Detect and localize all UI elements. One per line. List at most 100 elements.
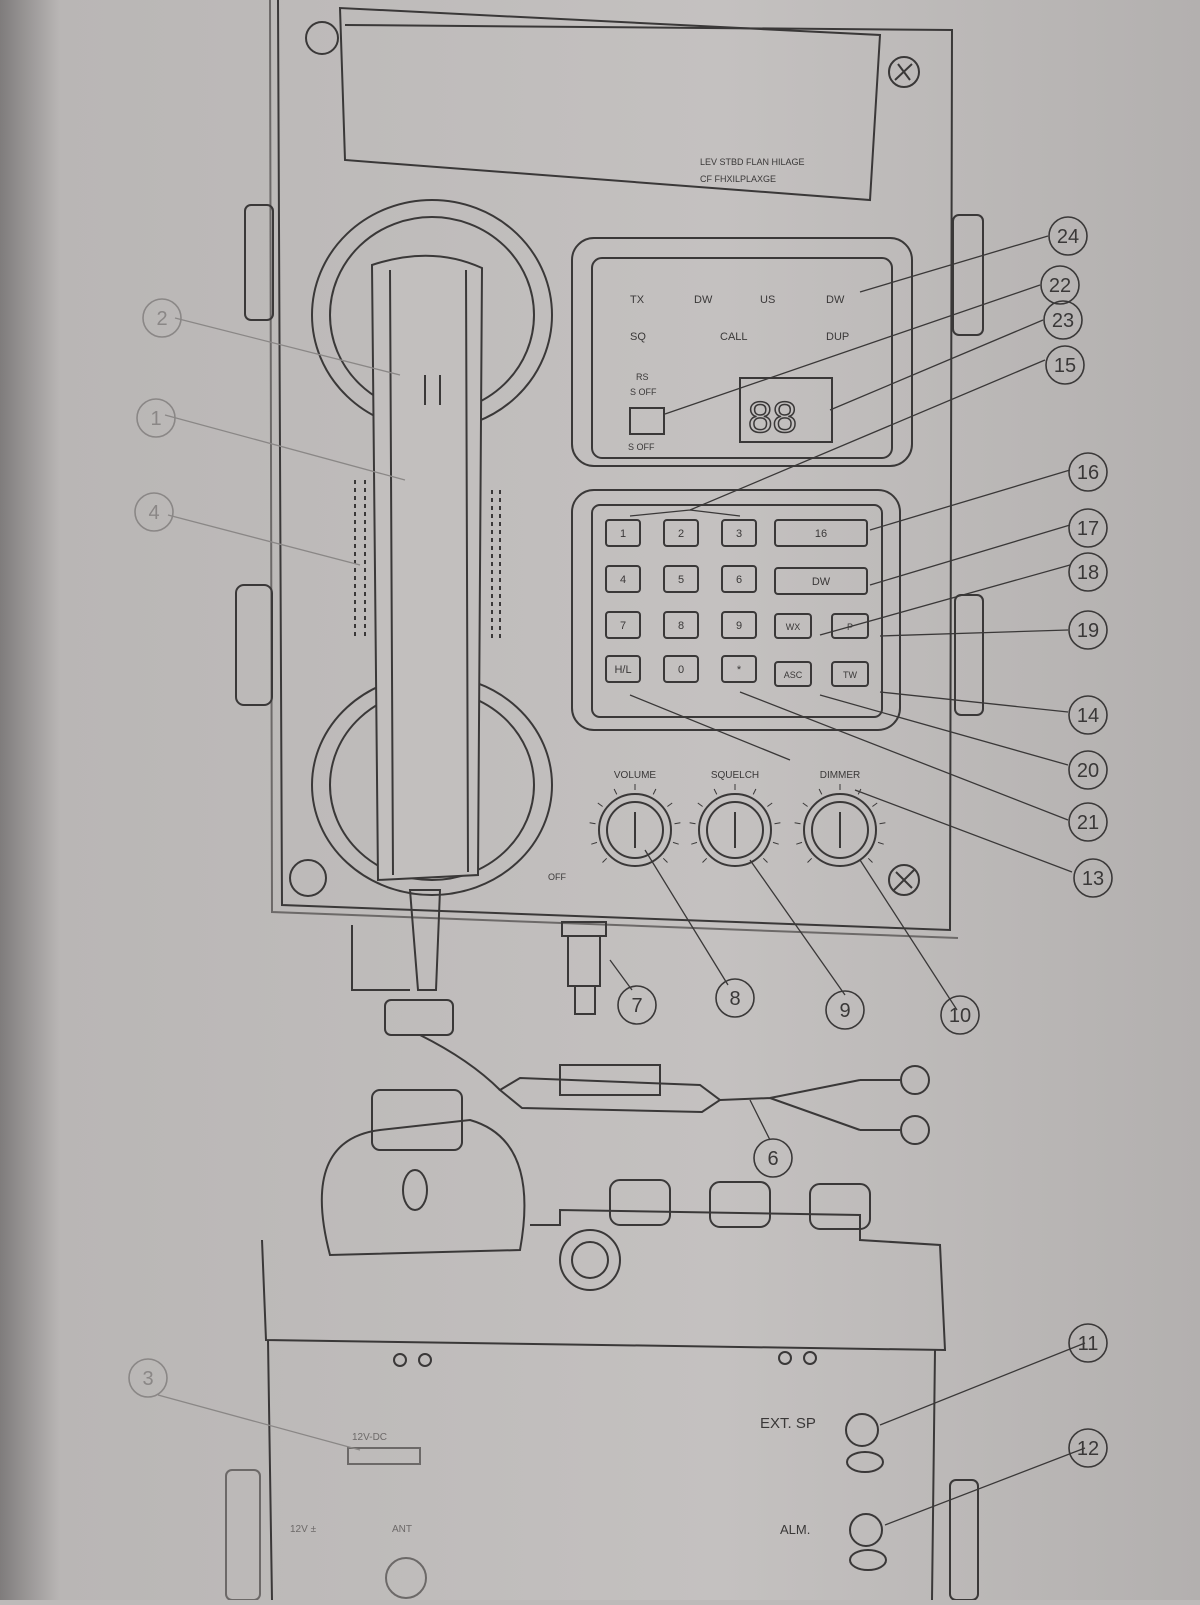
keypad-key-*[interactable]: * xyxy=(721,655,757,683)
keypad-key-DW[interactable]: DW xyxy=(774,567,868,595)
keypad-key-0[interactable]: 0 xyxy=(663,655,699,683)
leader-24 xyxy=(859,235,1049,293)
keypad-key-ASC[interactable]: ASC xyxy=(774,661,812,687)
knob-volume[interactable]: VOLUME xyxy=(589,770,681,867)
keypad-key-H/L[interactable]: H/L xyxy=(605,655,641,683)
display-window xyxy=(591,257,893,459)
keypad-key-3[interactable]: 3 xyxy=(721,519,757,547)
leader-15 xyxy=(629,359,1046,517)
keypad-key-2[interactable]: 2 xyxy=(663,519,699,547)
callout-number: 16 xyxy=(1077,462,1099,484)
knob-tick xyxy=(796,841,803,845)
callout-18: 18 xyxy=(1068,552,1108,592)
callout-circle xyxy=(1043,300,1083,340)
base-screw-c xyxy=(778,1351,792,1365)
callout-11: 11 xyxy=(1068,1323,1108,1363)
keypad-key-16[interactable]: 16 xyxy=(774,519,868,547)
callout-number: 15 xyxy=(1054,355,1076,377)
knob-tick xyxy=(872,802,878,807)
switch-label-bottom: S OFF xyxy=(628,442,655,452)
knob-tick xyxy=(807,857,813,863)
knob-tick xyxy=(589,822,596,825)
callout-number: 7 xyxy=(631,995,642,1017)
terminal-negative xyxy=(900,1115,930,1145)
handset-body xyxy=(370,254,484,882)
keypad-key-label: TW xyxy=(843,670,857,680)
knob-dimmer[interactable]: DIMMER xyxy=(794,770,886,867)
knob-squelch[interactable]: SQUELCH xyxy=(689,770,781,867)
keypad-key-6[interactable]: 6 xyxy=(721,565,757,593)
callout-circle xyxy=(825,990,865,1030)
knob-tick xyxy=(877,841,884,845)
knob-label: SQUELCH xyxy=(711,770,759,781)
speaker-bolt xyxy=(402,1169,428,1211)
screw-bottom-left xyxy=(289,859,327,897)
alm-cap xyxy=(849,1549,887,1571)
mic-socket-inner xyxy=(571,1241,609,1279)
keypad-key-1[interactable]: 1 xyxy=(605,519,641,547)
base-knob-2 xyxy=(709,1181,771,1228)
leader-19 xyxy=(879,629,1069,637)
ind-us: US xyxy=(760,294,775,306)
callout-circle xyxy=(134,492,174,532)
callout-circle xyxy=(1068,1428,1108,1468)
leader-23 xyxy=(829,319,1044,411)
keypad-key-label: DW xyxy=(812,576,831,588)
base-screw-d xyxy=(803,1351,817,1365)
callout-number: 23 xyxy=(1052,310,1074,332)
alm-jack xyxy=(849,1513,883,1547)
knob-tick xyxy=(774,822,781,825)
speaker-dome xyxy=(320,1118,526,1257)
leader-6 xyxy=(749,1099,771,1141)
keypad-key-9[interactable]: 9 xyxy=(721,611,757,639)
callout-circle xyxy=(1040,265,1080,305)
callout-number: 14 xyxy=(1077,705,1099,727)
knob-tick xyxy=(752,788,757,795)
knob-tick xyxy=(802,802,808,807)
volume-off-label: OFF xyxy=(548,872,566,882)
keypad-key-4[interactable]: 4 xyxy=(605,565,641,593)
keypad-key-TW[interactable]: TW xyxy=(831,661,869,687)
leader-16 xyxy=(869,469,1071,531)
callout-15: 15 xyxy=(1045,345,1085,385)
callout-circle xyxy=(1068,695,1108,735)
keypad-key-WX[interactable]: WX xyxy=(774,613,812,639)
callout-circle xyxy=(1045,345,1085,385)
callout-number: 2 xyxy=(156,308,167,330)
knob-tick xyxy=(794,822,801,825)
knob-tick xyxy=(662,857,668,863)
left-side-knob-top xyxy=(244,204,274,321)
ind-sq: SQ xyxy=(630,331,646,343)
channel-display: 88 xyxy=(748,393,797,442)
keypad-key-label: 4 xyxy=(620,574,626,586)
keypad-key-7[interactable]: 7 xyxy=(605,611,641,639)
keypad-key-5[interactable]: 5 xyxy=(663,565,699,593)
knob-tick xyxy=(602,857,608,863)
speaker-mount-block xyxy=(371,1089,463,1151)
antenna-connector-pin xyxy=(574,985,596,1015)
keypad-key-8[interactable]: 8 xyxy=(663,611,699,639)
keypad-key-label: 3 xyxy=(736,528,742,540)
callout-number: 10 xyxy=(949,1005,971,1027)
ind-dw2: DW xyxy=(826,294,845,306)
callout-21: 21 xyxy=(1068,802,1108,842)
knob-tick xyxy=(652,788,657,795)
ext-sp-label: EXT. SP xyxy=(760,1415,816,1432)
knob-tick xyxy=(613,788,618,795)
knob-tick xyxy=(867,857,873,863)
base-top-edge xyxy=(261,1208,947,1352)
callout-number: 17 xyxy=(1077,518,1099,540)
leader-20 xyxy=(819,694,1069,766)
switch-label-top: RS xyxy=(636,372,649,382)
drawing-labels: LEV STBD FLAN HILAGE CF FHXILPLAXGE TX D… xyxy=(290,157,849,1537)
callout-4: 4 xyxy=(134,492,174,532)
callout-24: 24 xyxy=(1048,216,1088,256)
callout-circle xyxy=(753,1138,793,1178)
callout-circle xyxy=(136,398,176,438)
keypad-key-label: 1 xyxy=(620,528,626,540)
ext-sp-jack xyxy=(845,1413,879,1447)
name-plate xyxy=(338,6,882,202)
power-leads xyxy=(719,1079,861,1131)
callout-7: 7 xyxy=(617,985,657,1025)
